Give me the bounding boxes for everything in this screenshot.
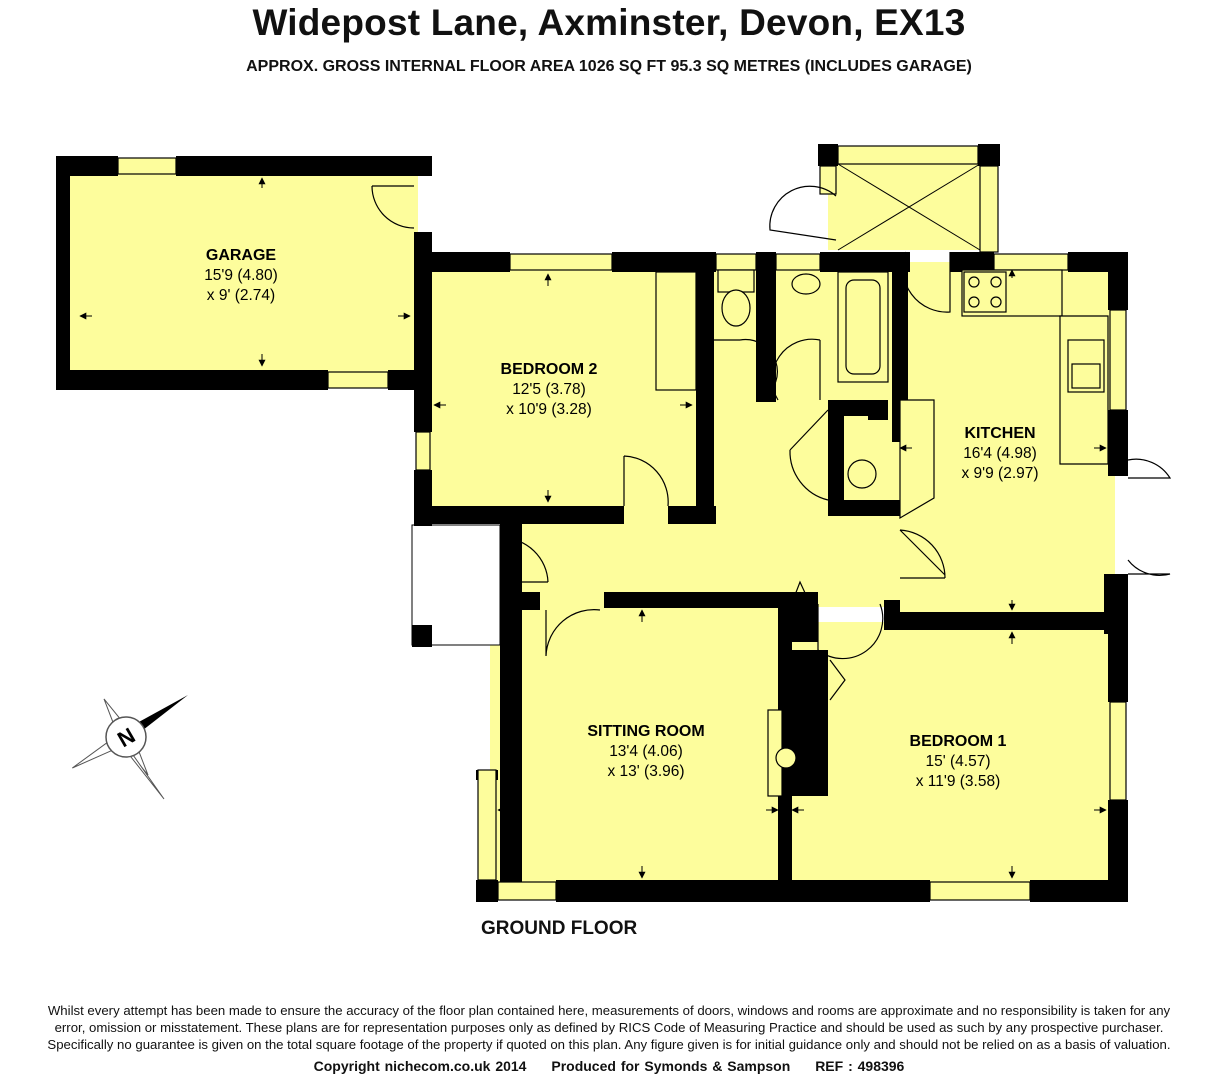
copyright: Copyright nichecom.co.uk 2014 bbox=[313, 1058, 527, 1074]
dimension-arrows bbox=[79, 177, 1107, 879]
bedroom2-name: BEDROOM 2 bbox=[501, 361, 598, 378]
bedroom1-dim1: 15' (4.57) bbox=[926, 753, 991, 770]
garage-floor bbox=[66, 172, 418, 379]
kitchen-dim2: x 9'9 (2.97) bbox=[961, 465, 1038, 482]
produced-for: Produced for Symonds & Sampson bbox=[551, 1058, 791, 1074]
bedroom1-name: BEDROOM 1 bbox=[910, 733, 1007, 750]
cupboard bbox=[899, 399, 935, 520]
compass-icon: N bbox=[72, 695, 188, 800]
wardrobe bbox=[655, 271, 697, 391]
porch-cross bbox=[837, 163, 981, 251]
bedroom2-dim2: x 10'9 (3.28) bbox=[506, 401, 592, 418]
doors bbox=[371, 185, 1172, 701]
boiler bbox=[847, 459, 877, 489]
sitting-room-name: SITTING ROOM bbox=[587, 723, 704, 740]
disclaimer: Whilst every attempt has been made to en… bbox=[0, 1002, 1218, 1053]
bedroom1-dim2: x 11'9 (3.58) bbox=[916, 773, 1001, 790]
garage-dim2: x 9' (2.74) bbox=[207, 287, 275, 304]
room-fills bbox=[66, 150, 1122, 890]
bedroom2-dim1: 12'5 (3.78) bbox=[512, 381, 586, 398]
plan-title: Widepost Lane, Axminster, Devon, EX13 bbox=[252, 2, 966, 43]
sitting-floor bbox=[490, 600, 782, 890]
kitchen-name: KITCHEN bbox=[964, 425, 1035, 442]
porch-floor bbox=[828, 150, 990, 250]
basin bbox=[791, 273, 821, 295]
toilet-cistern bbox=[717, 269, 755, 293]
floor-plan: N GARAGE 15'9 (4.80) x 9' (2.74) BEDROOM… bbox=[56, 144, 1172, 902]
windows bbox=[117, 145, 1127, 901]
reference: REF : 498396 bbox=[815, 1058, 905, 1074]
disclaimer-line: Specifically no guarantee is given on th… bbox=[47, 1037, 1171, 1052]
kitchen-dim1: 16'4 (4.98) bbox=[963, 445, 1037, 462]
walls bbox=[56, 144, 1128, 902]
garage-dim1: 15'9 (4.80) bbox=[204, 267, 278, 284]
fixtures bbox=[655, 269, 1109, 797]
toilet-bowl bbox=[721, 289, 751, 327]
room-labels: GARAGE 15'9 (4.80) x 9' (2.74) BEDROOM 2… bbox=[204, 247, 1038, 790]
disclaimer-line: Whilst every attempt has been made to en… bbox=[47, 1003, 1171, 1018]
floor-area-subtitle: APPROX. GROSS INTERNAL FLOOR AREA 1026 S… bbox=[246, 58, 972, 75]
disclaimer-line: error, omission or misstatement. These p… bbox=[54, 1020, 1164, 1035]
bedroom1-floor bbox=[782, 622, 1122, 890]
garage-name: GARAGE bbox=[206, 247, 277, 264]
bath-inner bbox=[845, 279, 881, 375]
floor-label: GROUND FLOOR bbox=[481, 918, 638, 939]
footer: Copyright nichecom.co.uk 2014 Produced f… bbox=[0, 1058, 1218, 1074]
sitting-room-dim2: x 13' (3.96) bbox=[607, 763, 684, 780]
sitting-room-dim1: 13'4 (4.06) bbox=[609, 743, 683, 760]
